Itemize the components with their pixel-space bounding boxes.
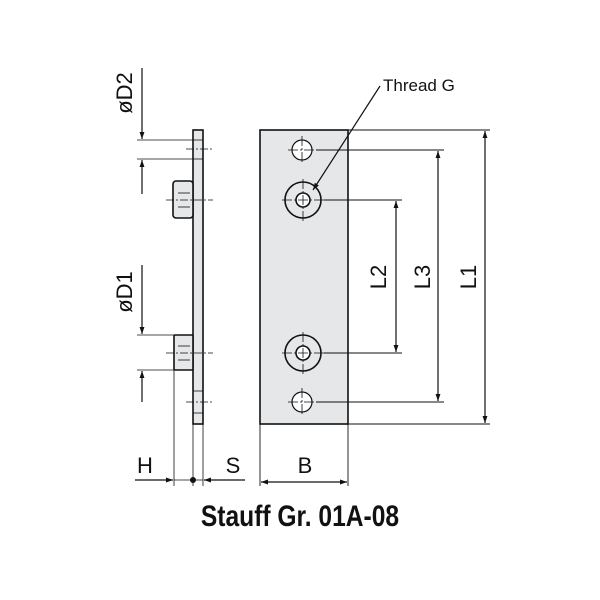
- d1-label: øD1: [112, 271, 137, 313]
- boss-bottom-side-view: [173, 334, 194, 371]
- thread-leader-arrow: [312, 85, 381, 191]
- thread-label: Thread G: [383, 76, 455, 95]
- drawing-title: Stauff Gr. 01A-08: [200, 500, 400, 533]
- l1-label: L1: [456, 265, 481, 289]
- h-label: H: [137, 453, 153, 478]
- b-label: B: [298, 453, 313, 478]
- l3-label: L3: [410, 265, 435, 289]
- d2-label: øD2: [112, 72, 137, 114]
- plate-side-view: [192, 129, 204, 425]
- s-label: S: [226, 453, 241, 478]
- thickness-dot: [190, 477, 196, 483]
- boss-top-side-view: [172, 180, 194, 219]
- plate-front-view: [259, 129, 349, 425]
- l2-label: L2: [366, 265, 391, 289]
